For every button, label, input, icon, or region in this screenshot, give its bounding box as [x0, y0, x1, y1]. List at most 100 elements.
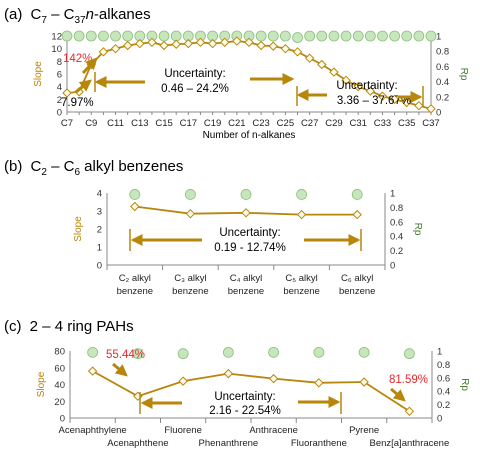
y2-tick-label: 0.2: [436, 92, 449, 103]
y-tick-label: 60: [54, 363, 65, 374]
x-tick-label: Phenanthrene: [199, 438, 259, 449]
y-tick-label: 12: [51, 32, 62, 43]
x-tick-label: C15: [155, 118, 172, 129]
y2-tick-label: 0.8: [390, 203, 403, 214]
x-tick-label: C13: [131, 118, 148, 129]
rp-point: [313, 346, 325, 358]
x-tick-label: Anthracene: [249, 425, 298, 436]
uncert-range: 2.16 - 22.54%: [209, 405, 281, 417]
slope-point: [314, 378, 324, 388]
annotation-8159pct: 81.59%: [389, 374, 428, 386]
x-tick-label: C21: [228, 118, 245, 129]
x-tick-label: C₅ alkyl: [285, 273, 317, 284]
y2-axis-label: Rp: [458, 68, 469, 81]
x-tick-label: C27: [301, 118, 318, 129]
rp-point: [328, 30, 340, 42]
x-tick-label: C23: [252, 118, 269, 129]
y-tick-label: 2: [57, 95, 62, 106]
rp-point: [413, 30, 425, 42]
x-tick-label: benzene: [117, 286, 153, 297]
arrow-5544pct: [112, 362, 128, 377]
rp-point: [296, 189, 308, 200]
rp-point: [61, 30, 73, 42]
x-tick-label: C₆ alkyl: [341, 273, 373, 284]
x-tick-label: C11: [107, 118, 124, 129]
panel-b-title: (b) C2 – C6 alkyl benzenes: [4, 158, 183, 178]
annotation-142pct: 142%: [63, 53, 92, 65]
x-tick-label: Fluoranthene: [291, 438, 347, 449]
rp-point: [222, 346, 234, 358]
rp-point: [170, 30, 182, 42]
rp-point: [358, 346, 370, 358]
annotation-5544pct: 55.44%: [106, 349, 145, 361]
y2-tick-label: 0.4: [390, 232, 403, 243]
rp-point: [425, 30, 437, 42]
slope-point: [195, 37, 206, 48]
y2-tick-label: 0.4: [437, 387, 450, 398]
y2-tick-label: 0.6: [437, 373, 450, 384]
slope-point: [359, 377, 369, 387]
x-tick-label: C25: [277, 118, 294, 129]
y2-tick-label: 0: [437, 414, 442, 425]
y-tick-label: 80: [54, 347, 65, 358]
x-tick-label: Pyrene: [349, 425, 379, 436]
x-tick-label: C₂ alkyl: [119, 273, 151, 284]
y2-tick-label: 0.6: [390, 217, 403, 228]
y2-tick-label: 0.4: [436, 77, 449, 88]
slope-point: [183, 38, 194, 49]
slope-point: [296, 209, 307, 220]
slope-point: [365, 86, 376, 96]
arrow-797pct: [75, 79, 92, 94]
x-tick-label: benzene: [339, 286, 375, 297]
x-tick-label: benzene: [283, 286, 319, 297]
uncert-title: Uncertainty:: [219, 227, 280, 239]
rp-point: [279, 30, 291, 42]
slope-series-line: [92, 370, 410, 413]
y-tick-label: 4: [97, 189, 102, 200]
slope-point: [352, 209, 362, 220]
y-tick-label: 2: [97, 225, 102, 236]
x-tick-label: Fluorene: [164, 425, 202, 436]
y2-tick-label: 0: [390, 261, 395, 272]
x-tick-label: C19: [204, 118, 221, 129]
y2-tick-label: 0.2: [437, 400, 450, 411]
uncert-title: Uncertainty:: [214, 391, 275, 403]
rp-point: [351, 189, 363, 200]
y-axis-label: Slope: [36, 371, 47, 397]
rp-point: [389, 30, 401, 42]
rp-point: [122, 30, 134, 42]
y2-tick-label: 0.6: [436, 62, 449, 73]
y-tick-label: 1: [97, 243, 102, 254]
y2-tick-label: 1: [390, 189, 395, 200]
uncert-range: 0.19 - 12.74%: [214, 242, 286, 254]
slope-point: [62, 88, 72, 98]
panel-b-alkylbenzenes: (b) C2 – C6 alkyl benzenes 0123400.20.40…: [4, 158, 423, 297]
y-tick-label: 20: [54, 397, 65, 408]
slope-point: [341, 75, 351, 86]
rp-point: [377, 30, 388, 42]
slope-point: [426, 104, 436, 114]
slope-point: [353, 81, 363, 92]
slope-point: [178, 376, 188, 386]
panel-c-pahs: (c) 2 – 4 ring PAHs 02040608000.20.40.60…: [4, 318, 470, 449]
rp-point: [158, 30, 170, 42]
y-tick-label: 40: [54, 380, 65, 391]
slope-point: [256, 40, 266, 51]
slope-point: [159, 40, 169, 51]
slope-point: [147, 37, 157, 48]
arrow-142pct: [81, 57, 98, 75]
x-tick-label: C37: [422, 118, 439, 129]
y-axis-label: Slope: [73, 216, 84, 242]
y-tick-label: 0: [57, 108, 62, 119]
rp-point: [73, 30, 85, 42]
slope-point: [135, 38, 145, 49]
slope-point: [292, 47, 303, 57]
uncert2-range: 3.36 – 37.67%: [337, 95, 411, 107]
arrow-8159pct: [390, 387, 406, 402]
y2-axis-label: Rp: [412, 223, 423, 236]
y-tick-label: 0: [97, 261, 102, 272]
x-tick-label: C31: [349, 118, 366, 129]
panel-a-title: (a) C7 – C37n-alkanes: [4, 6, 151, 26]
slope-point: [185, 208, 196, 219]
